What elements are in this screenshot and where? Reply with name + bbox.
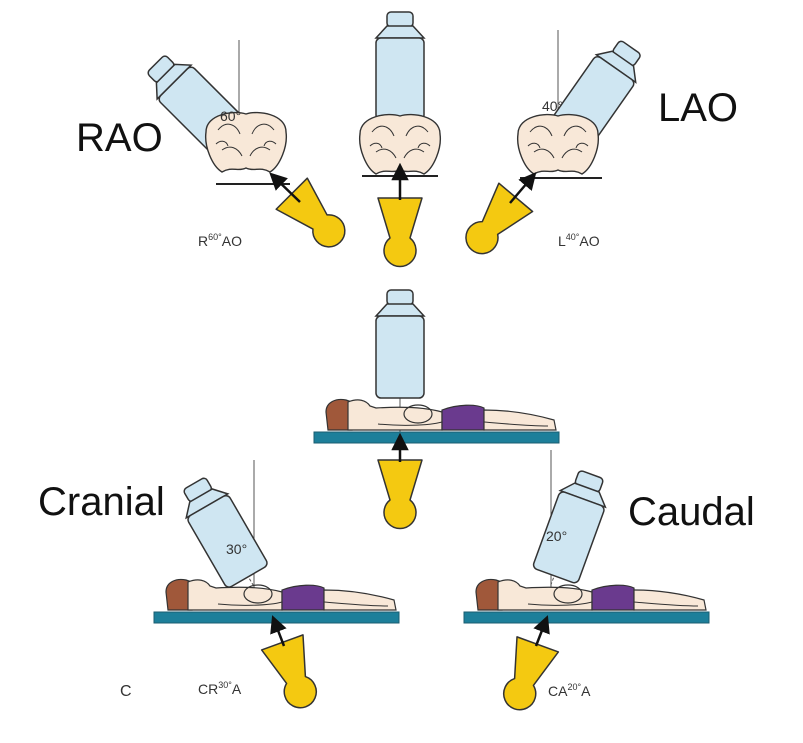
cranial-beam-arrow [270, 615, 287, 647]
caudal-xray-tube [492, 636, 560, 718]
cranial-caption: CR30°A [198, 680, 242, 697]
lao-angle-label: 40° [542, 98, 563, 114]
lao-beam-arrow [509, 172, 537, 204]
supine-ap-view [313, 289, 560, 530]
lao-view: 40° [454, 30, 652, 265]
supine-detector [375, 289, 425, 399]
cranial-xray-tube [260, 634, 328, 716]
caudal-detector [531, 465, 615, 585]
caudal-view: 20° [463, 450, 710, 718]
supine-xray-tube [377, 459, 423, 530]
rao-beam-arrow [269, 172, 301, 203]
caudal-beam-arrow [533, 615, 550, 647]
rao-label: RAO [76, 116, 163, 160]
rao-patient-head [204, 111, 288, 173]
lao-caption: L40°AO [558, 232, 600, 249]
caudal-label: Caudal [628, 490, 755, 534]
lao-xray-tube [454, 182, 534, 265]
ap-xray-tube [377, 197, 423, 268]
lao-patient-head [516, 113, 600, 175]
caudal-patient [463, 578, 710, 624]
panel-letter: C [120, 683, 132, 700]
cranial-view: 30° [153, 460, 400, 716]
cranial-patient [153, 578, 400, 624]
caudal-angle-label: 20° [546, 528, 567, 544]
caudal-caption: CA20°A [548, 682, 591, 699]
lao-label: LAO [658, 86, 739, 130]
cranial-angle-label: 30° [226, 541, 247, 557]
rao-angle-label: 60° [220, 108, 241, 124]
ap-patient-head [358, 113, 442, 175]
cranial-label: Cranial [38, 480, 165, 524]
rao-caption: R60°AO [198, 232, 242, 249]
rao-view: 60° [137, 40, 357, 259]
supine-patient [313, 398, 560, 444]
ap-view [358, 11, 442, 268]
ap-detector [375, 11, 425, 121]
